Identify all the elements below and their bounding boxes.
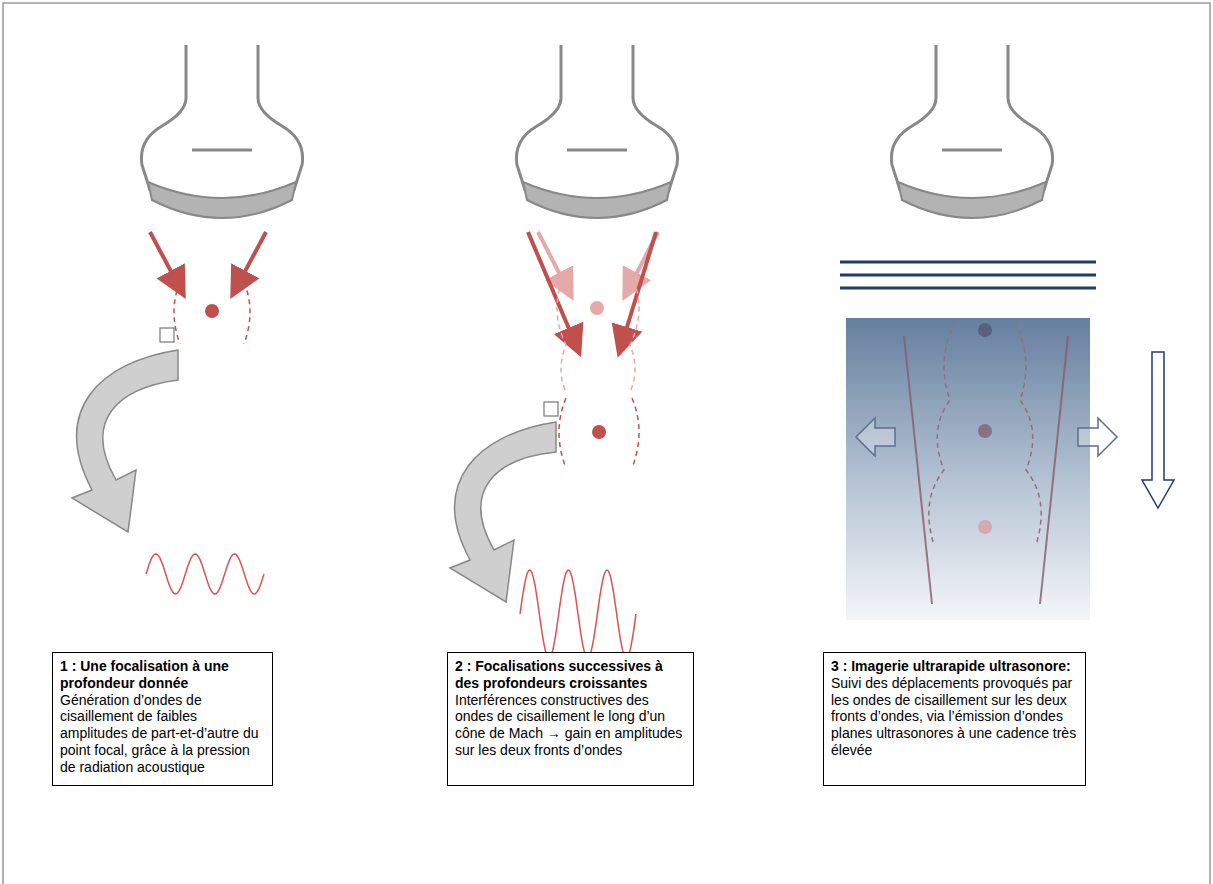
- zoom-square: [160, 328, 174, 342]
- frame: [3, 3, 1210, 884]
- caption-box: 2 : Focalisations successives à des prof…: [447, 652, 694, 786]
- propagation-arrow: [1142, 352, 1174, 508]
- shear-front: [244, 282, 250, 344]
- shear-wave-signal: [146, 554, 264, 594]
- box-heading: 3 : Imagerie ultrarapide ultrasonore:: [831, 658, 1078, 675]
- focus-arrow: [150, 232, 182, 292]
- shear-front: [557, 272, 566, 392]
- shear-front: [630, 272, 639, 392]
- probe: [891, 45, 1052, 218]
- zoom-arrow: [450, 422, 556, 602]
- plane-wave: [840, 261, 1096, 264]
- caption-box: 1 : Une focalisation à une profondeur do…: [52, 652, 273, 786]
- focus-arrow: [528, 232, 578, 350]
- probe: [141, 45, 302, 218]
- box-body: Génération d’ondes de cisaillement de fa…: [60, 692, 265, 776]
- box-body: Interférences constructives des ondes de…: [455, 692, 686, 759]
- focus-arrow: [620, 232, 656, 350]
- plane-wave: [840, 274, 1096, 277]
- mach-cone: [904, 336, 932, 604]
- focal-point: [205, 304, 219, 318]
- box-body: Suivi des déplacements provoqués par les…: [831, 675, 1078, 759]
- shear-front: [632, 398, 639, 468]
- focal-point: [592, 425, 606, 439]
- shear-front: [1015, 322, 1041, 545]
- zoom-square: [544, 402, 558, 416]
- tissue: [846, 318, 1090, 620]
- shear-front: [929, 322, 955, 545]
- shear-front: [559, 398, 566, 468]
- mach-cone: [1040, 336, 1068, 604]
- focal-point: [978, 520, 992, 534]
- focal-point: [590, 301, 604, 315]
- focal-point: [978, 323, 992, 337]
- focal-point: [978, 424, 992, 438]
- shear-front: [174, 282, 180, 344]
- probe: [516, 45, 677, 218]
- zoom-arrow: [72, 350, 178, 532]
- box-heading: 2 : Focalisations successives à des prof…: [455, 658, 686, 692]
- shear-wave-signal: [520, 570, 636, 658]
- focus-arrow: [234, 232, 266, 292]
- propagation-arrow: [856, 418, 895, 456]
- caption-box: 3 : Imagerie ultrarapide ultrasonore:Sui…: [823, 652, 1086, 786]
- box-heading: 1 : Une focalisation à une profondeur do…: [60, 658, 265, 692]
- plane-wave: [840, 287, 1096, 290]
- propagation-arrow: [1078, 418, 1117, 456]
